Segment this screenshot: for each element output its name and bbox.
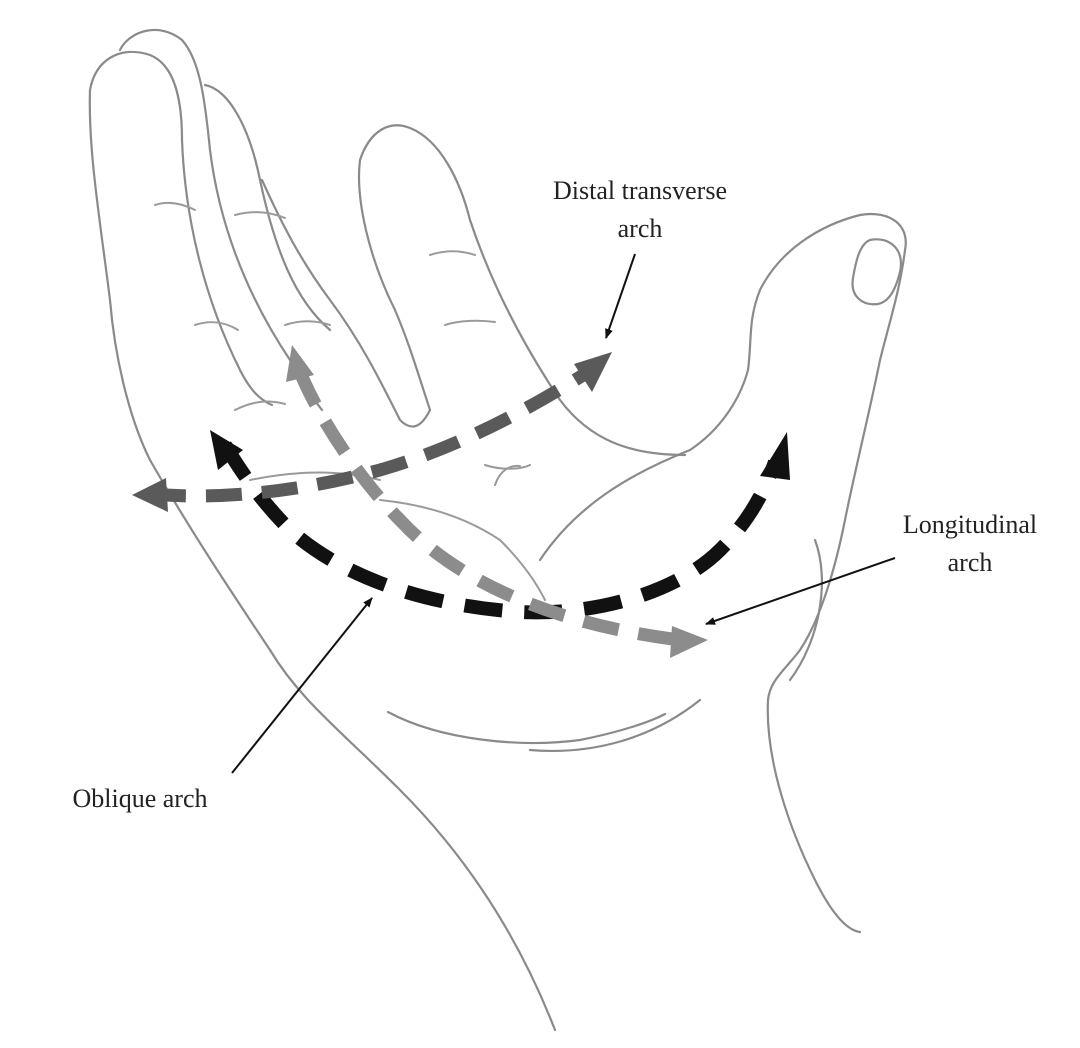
oblique-arch-head-left xyxy=(210,430,243,470)
palm-crease xyxy=(484,464,531,470)
ring-finger-inner-outline xyxy=(203,83,332,332)
longitudinal-arch-label-line1: Longitudinal xyxy=(902,510,1038,539)
finger-crease xyxy=(429,250,476,256)
little-finger-outline xyxy=(88,50,557,1032)
wrist-crease-lower-outline xyxy=(528,698,702,753)
oblique-arch-label-text: Oblique arch xyxy=(72,784,208,813)
finger-crease xyxy=(194,321,239,331)
thumbnail-outline xyxy=(851,238,903,306)
distal-transverse-arch-arrow xyxy=(132,352,612,512)
longitudinal-arch-head-bottom xyxy=(670,626,708,658)
thenar-eminence-outline xyxy=(788,538,823,682)
finger-crease xyxy=(284,320,331,326)
longitudinal-arch-arrow xyxy=(286,345,708,658)
palm-crease xyxy=(494,464,521,486)
finger-crease xyxy=(234,211,286,219)
longitudinal-arch-label-line2: arch xyxy=(947,548,993,577)
index-finger-outline xyxy=(358,124,687,457)
finger-crease xyxy=(444,319,496,326)
distal-transverse-arch-head-right xyxy=(574,352,612,392)
oblique-arch-head-right xyxy=(760,432,790,480)
distal-transverse-arch-head-left xyxy=(132,478,168,512)
longitudinal-arch-label: Longitudinal arch xyxy=(880,506,1060,582)
longitudinal-leader-line xyxy=(705,557,896,625)
palm-crease xyxy=(234,400,286,411)
oblique-arch-label: Oblique arch xyxy=(50,780,230,818)
distal-transverse-arch-label-line1: Distal transverse xyxy=(552,176,727,205)
middle-finger-outline xyxy=(260,178,432,428)
distal-transverse-arch-label-line2: arch xyxy=(617,214,663,243)
longitudinal-arch-head-top xyxy=(286,345,314,382)
index-finger-base-outline xyxy=(357,158,432,412)
finger-crease xyxy=(154,201,196,211)
distal-transverse-leader-line xyxy=(605,253,636,339)
oblique-leader-line xyxy=(231,597,373,774)
wrist-crease-outline xyxy=(386,710,667,745)
hand-outline xyxy=(88,28,907,1032)
distal-transverse-arch-label: Distal transverse arch xyxy=(525,172,755,248)
palm-crease xyxy=(379,499,546,601)
oblique-arch-arrow xyxy=(210,430,790,620)
thumb-outline xyxy=(538,212,907,934)
